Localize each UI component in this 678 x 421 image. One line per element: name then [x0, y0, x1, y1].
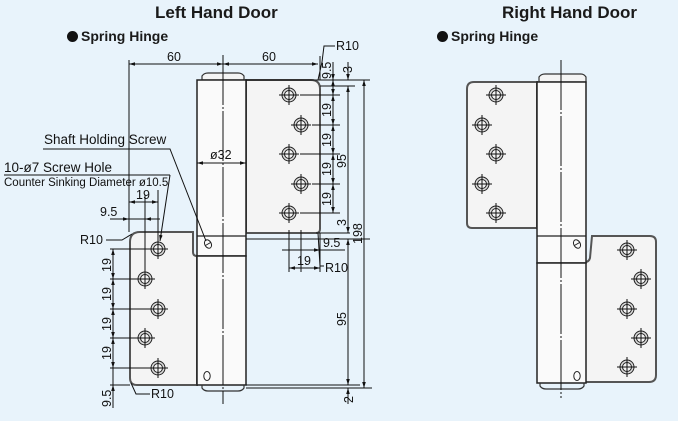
right-hinge [466, 60, 657, 398]
dim-left-pitch-1: 19 [100, 258, 114, 272]
left-knuckle-upper [196, 79, 247, 257]
left-spring-hinge-label: Spring Hinge [67, 28, 168, 44]
dim-radius-mid: R10 [325, 261, 348, 275]
dim-bottom-offset: 9.5 [100, 390, 114, 407]
dim-pitch-3: 19 [320, 162, 334, 176]
dim-lower-pitch: 19 [297, 254, 311, 268]
callout-shaft-holding-screw: Shaft Holding Screw [44, 132, 167, 147]
dim-lower-offset: 9.5 [323, 236, 340, 250]
right-shaft-screw-icon [572, 239, 582, 249]
dim-pitch-4: 19 [320, 192, 334, 206]
dim-left-pitch-2: 19 [100, 287, 114, 301]
dim-offset-top: 9.5 [320, 62, 334, 79]
bullet-icon [437, 31, 448, 42]
dim-left-pitch: 19 [136, 188, 150, 202]
dim-gap-mid: 3 [335, 219, 349, 226]
callout-countersink: Counter Sinking Diameter ø10.5 [4, 177, 168, 189]
dim-bottom-gap: 2 [342, 396, 356, 403]
dim-pitch-2: 19 [320, 133, 334, 147]
dim-radius-left: R10 [80, 233, 103, 247]
bullet-icon [67, 31, 78, 42]
callout-screw-hole: 10-ø7 Screw Hole [4, 160, 112, 175]
dim-radius-bottom: R10 [151, 387, 174, 401]
dim-top-right-width: 60 [262, 50, 276, 64]
dim-lower-leaf-height: 95 [335, 312, 349, 326]
right-knuckle-cap-top [538, 73, 587, 83]
dim-shaft-diameter: ø32 [210, 148, 232, 162]
dim-left-pitch-4: 19 [100, 346, 114, 360]
dim-left-offset: 9.5 [100, 205, 117, 219]
dim-left-pitch-3: 19 [100, 317, 114, 331]
right-subtitle-text: Spring Hinge [451, 28, 539, 44]
dim-pitch-1: 19 [320, 103, 334, 117]
left-hand-door-title: Left Hand Door [155, 3, 278, 22]
right-bottom-pin-icon [573, 371, 581, 381]
dim-total-height: 198 [351, 223, 365, 244]
left-bottom-pin-icon [203, 371, 211, 381]
dim-radius-top: R10 [336, 39, 359, 53]
left-subtitle-text: Spring Hinge [81, 28, 169, 44]
dim-top-left-width: 60 [167, 50, 181, 64]
right-spring-hinge-label: Spring Hinge [437, 28, 538, 44]
dim-upper-leaf-height: 95 [335, 154, 349, 168]
dim-gap-top: 3 [341, 66, 355, 73]
right-hand-door-title: Right Hand Door [502, 3, 638, 22]
left-hinge: 60 60 R10 9.5 19 19 19 19 3 95 [4, 39, 372, 408]
left-knuckle-lower [196, 255, 247, 386]
